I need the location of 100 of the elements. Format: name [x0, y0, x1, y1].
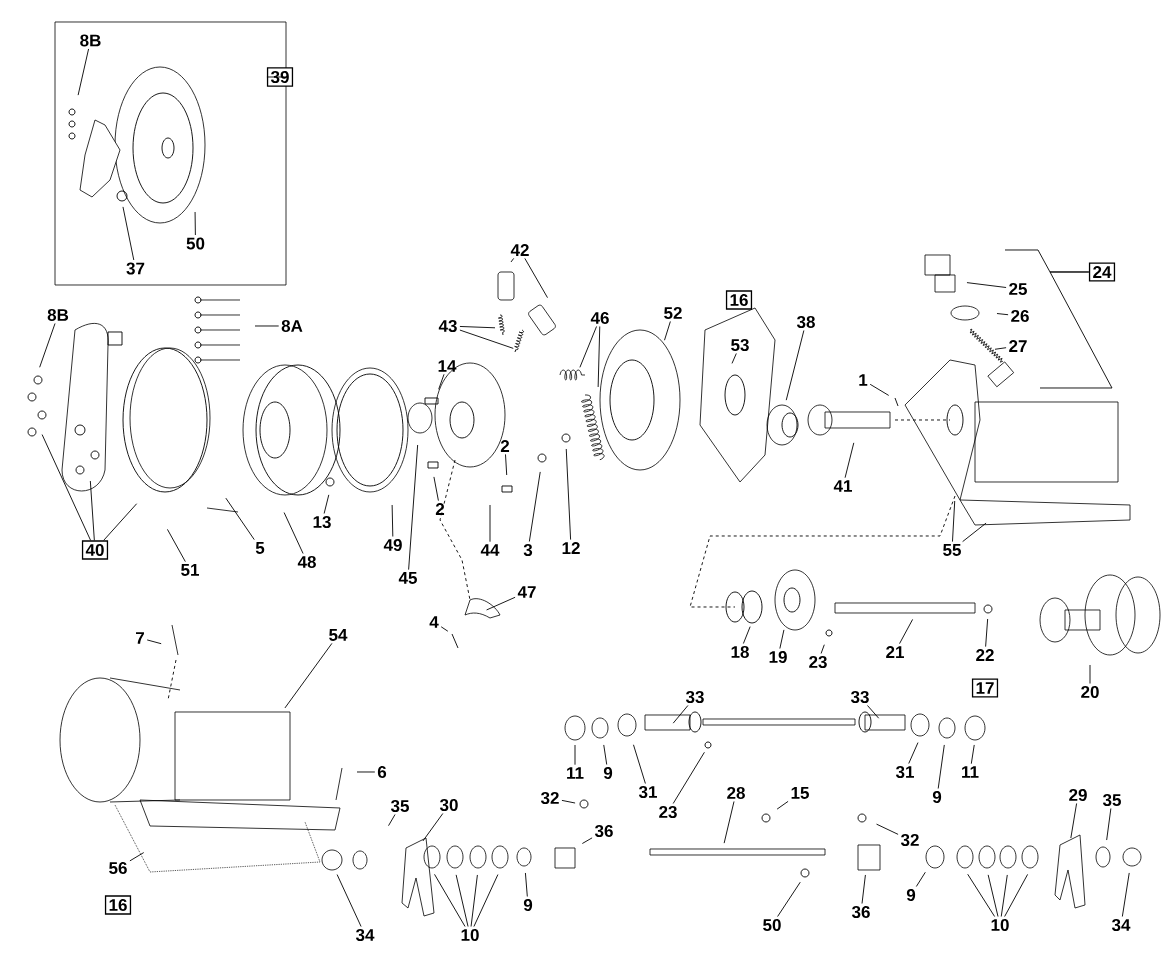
- leader-line: [336, 874, 362, 927]
- leader-line: [391, 504, 394, 537]
- leader-line: [356, 771, 376, 773]
- leader-line: [820, 644, 825, 654]
- leader-line: [867, 705, 880, 719]
- callout-number: 9: [932, 791, 942, 803]
- leader-line: [952, 500, 956, 543]
- callout-number: 9: [523, 899, 533, 911]
- leader-line: [122, 206, 135, 261]
- callout-number: 22: [976, 649, 994, 661]
- callout-number: 3: [523, 543, 533, 556]
- callout-number: 12: [562, 542, 580, 554]
- callout-number: 4: [429, 616, 439, 628]
- leader-line: [1106, 808, 1112, 841]
- callout-number: 15: [791, 787, 809, 799]
- leader-line: [433, 476, 439, 502]
- leader-line: [603, 744, 608, 765]
- leader-line: [994, 347, 1007, 350]
- leader-line: [565, 448, 572, 541]
- leader-line: [723, 801, 735, 844]
- leader-line: [146, 639, 162, 645]
- leader-line: [970, 744, 975, 765]
- leader-line: [1004, 873, 1029, 917]
- leader-line: [561, 799, 576, 804]
- callout-number: 6: [377, 766, 387, 778]
- leader-line: [672, 751, 705, 804]
- leader-line: [408, 444, 419, 571]
- callout-number: 32: [540, 791, 559, 805]
- boxed-callout-number: 17: [971, 678, 999, 698]
- callout-number: 10: [991, 919, 1009, 931]
- leader-line: [915, 871, 926, 887]
- leader-line: [785, 330, 805, 401]
- leader-line: [899, 618, 914, 645]
- inset-frame: [54, 21, 287, 286]
- callout-number: 36: [594, 824, 613, 838]
- callout-number: 8A: [281, 320, 303, 332]
- callout-number: 8B: [47, 309, 69, 321]
- leader-line: [388, 814, 396, 827]
- leader-line: [528, 471, 541, 542]
- leader-line: [776, 800, 789, 810]
- leader-line: [459, 326, 496, 329]
- leader-line: [742, 626, 751, 644]
- callout-number: 14: [438, 360, 457, 372]
- leader-line: [597, 326, 601, 388]
- leader-line: [1000, 874, 1008, 917]
- leader-line: [434, 873, 466, 927]
- leader-line: [844, 442, 855, 479]
- callout-number: 27: [1009, 340, 1027, 352]
- boxed-callout-number: 16: [725, 290, 753, 310]
- leader-line: [777, 881, 801, 917]
- leader-line: [489, 504, 491, 543]
- callout-number: 26: [1011, 310, 1029, 322]
- leader-line: [167, 528, 186, 563]
- boxed-callout-number: 24: [1088, 262, 1116, 282]
- leader-line: [731, 353, 737, 364]
- leader-line: [440, 626, 449, 632]
- leader-line: [225, 497, 255, 541]
- callout-number: 42: [510, 244, 529, 256]
- callout-number: 38: [796, 315, 815, 328]
- leader-line: [283, 512, 304, 554]
- callout-number: 53: [731, 338, 749, 351]
- leader-line: [254, 325, 280, 327]
- leader-line: [876, 823, 899, 835]
- leader-line: [89, 480, 95, 541]
- callout-number: 13: [313, 515, 331, 528]
- leader-line: [438, 373, 445, 390]
- leader-line: [966, 282, 1007, 288]
- leader-line: [996, 313, 1009, 316]
- leader-line: [266, 76, 287, 78]
- leader-line: [869, 383, 890, 396]
- callout-number: 1: [859, 374, 868, 386]
- callout-number: 44: [480, 544, 500, 556]
- leader-line: [967, 873, 996, 917]
- callout-number: 18: [731, 646, 749, 658]
- callout-number: 50: [763, 919, 781, 931]
- callout-number: 51: [181, 564, 199, 576]
- callout-number: 25: [1009, 283, 1027, 295]
- leader-line: [1070, 803, 1078, 839]
- callout-number: 54: [329, 629, 348, 641]
- leader-line: [505, 453, 508, 476]
- callout-number: 34: [355, 928, 375, 942]
- leader-line: [77, 48, 90, 96]
- callout-number: 5: [255, 542, 265, 554]
- callout-number: 11: [962, 766, 979, 778]
- callout-number: 9: [906, 889, 916, 901]
- leader-line: [510, 257, 515, 263]
- leader-line: [524, 257, 548, 299]
- leader-line: [103, 503, 138, 541]
- leader-line: [323, 494, 330, 514]
- callout-number: 23: [659, 805, 677, 819]
- callout-number: 48: [297, 556, 316, 568]
- leader-line: [672, 705, 689, 724]
- callout-number: 56: [109, 862, 127, 874]
- leader-line: [41, 434, 92, 541]
- leader-line: [422, 813, 444, 842]
- callout-number: 52: [664, 307, 682, 319]
- callout-number: 32: [900, 833, 919, 846]
- boxed-callout-number: 39: [266, 67, 294, 87]
- leader-line: [779, 629, 785, 649]
- leader-line: [455, 874, 469, 927]
